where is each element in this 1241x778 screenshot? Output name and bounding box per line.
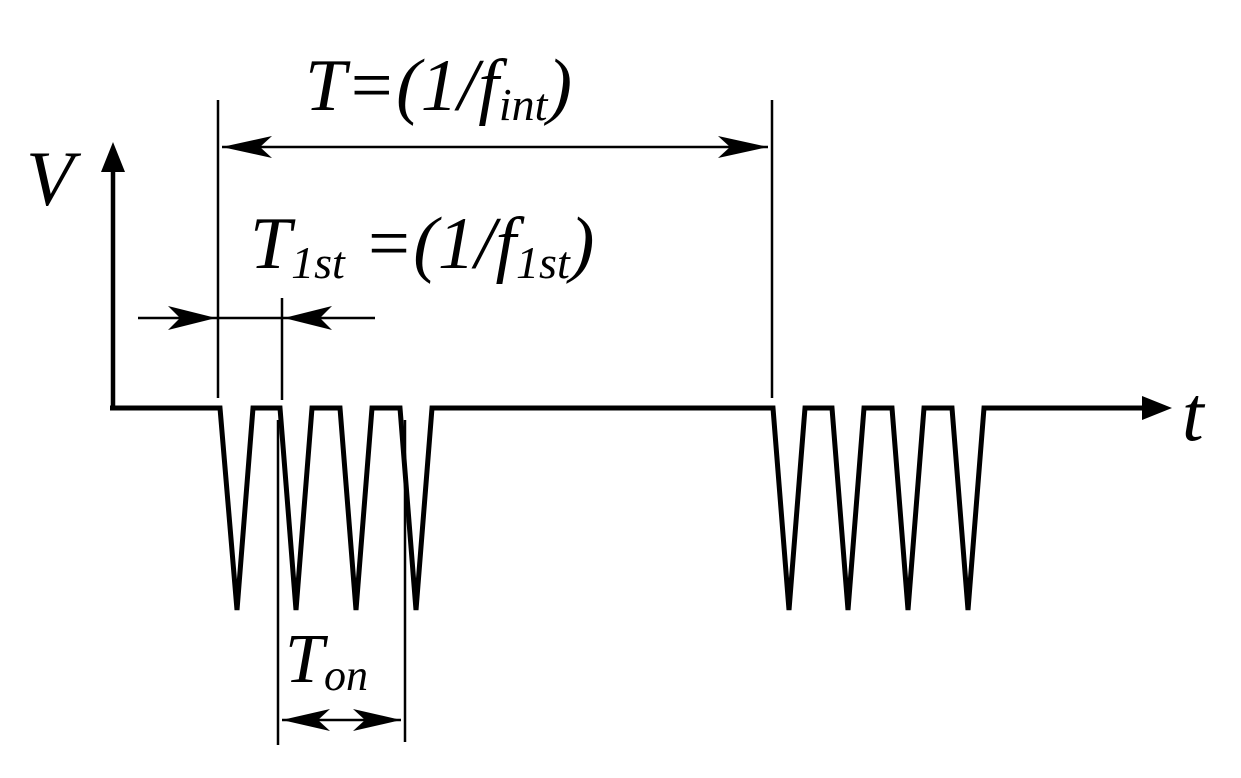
period-arrow-right <box>718 136 768 158</box>
x-axis-arrowhead <box>1142 396 1172 420</box>
period-arrow-left <box>222 136 272 158</box>
on-time-label: Ton <box>285 621 368 700</box>
y-axis-label: V <box>26 135 82 222</box>
y-axis-arrowhead <box>101 142 125 172</box>
x-axis-label: t <box>1182 370 1206 457</box>
first-period-arrow-right <box>284 306 332 330</box>
pulse-waveform <box>110 405 1145 611</box>
period-label: T=(1/fint) <box>305 45 572 130</box>
first-period-arrow-left <box>168 306 216 330</box>
first-period-label: T1st =(1/f1st) <box>250 203 594 288</box>
on-time-arrow-right <box>353 709 401 731</box>
on-time-arrow-left <box>282 709 330 731</box>
